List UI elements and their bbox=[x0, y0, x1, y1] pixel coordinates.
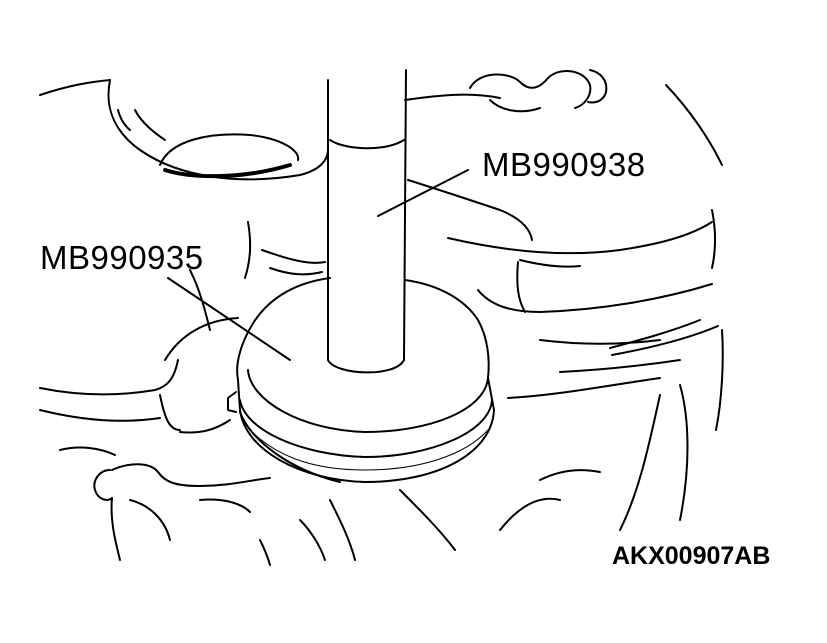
housing-upper-right bbox=[404, 69, 724, 531]
installer-mb990935 bbox=[227, 277, 495, 483]
leader-mb990935 bbox=[167, 277, 291, 361]
callout-mb990935: MB990935 bbox=[40, 239, 204, 276]
handle-mb990938 bbox=[327, 69, 407, 374]
casting-lower-left bbox=[93, 463, 456, 566]
callout-mb990938: MB990938 bbox=[482, 146, 646, 183]
housing-bore bbox=[39, 79, 329, 181]
leader-mb990938 bbox=[377, 169, 469, 217]
figure-code: AKX00907AB bbox=[612, 542, 771, 570]
leader-lines bbox=[167, 169, 469, 361]
